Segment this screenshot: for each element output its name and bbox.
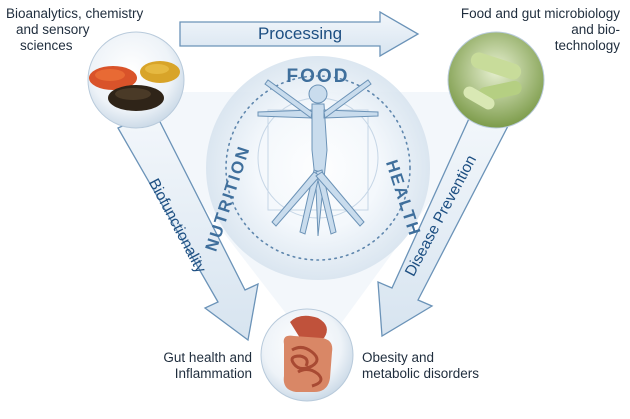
processing-label: Processing <box>258 24 342 43</box>
node-label-bottom-right: Obesity and metabolic disorders <box>362 350 479 382</box>
label-line: Food and gut microbiology <box>460 6 620 21</box>
spice-powders-icon <box>87 31 185 129</box>
label-line: Gut health and <box>163 350 252 365</box>
food-word: FOOD <box>287 66 350 87</box>
node-label-top-left: Bioanalytics, chemistry and sensory scie… <box>6 6 143 54</box>
bacteria-icon <box>447 31 545 129</box>
label-line: Bioanalytics, chemistry <box>6 6 144 21</box>
processing-arrow: Processing <box>179 10 420 58</box>
label-line: sciences <box>20 38 73 53</box>
label-line: technology <box>554 38 620 53</box>
label-line: Obesity and <box>362 350 435 365</box>
label-line: metabolic disorders <box>362 366 480 381</box>
digestive-tract-icon <box>260 308 354 402</box>
label-line: and bio- <box>571 22 620 37</box>
node-label-bottom-left: Gut health and Inflammation <box>163 350 252 382</box>
node-label-top-right: Food and gut microbiology and bio- techn… <box>461 6 620 54</box>
label-line: Inflammation <box>174 366 252 381</box>
vitruvian-man-icon <box>257 79 379 237</box>
label-line: and sensory <box>16 22 90 37</box>
